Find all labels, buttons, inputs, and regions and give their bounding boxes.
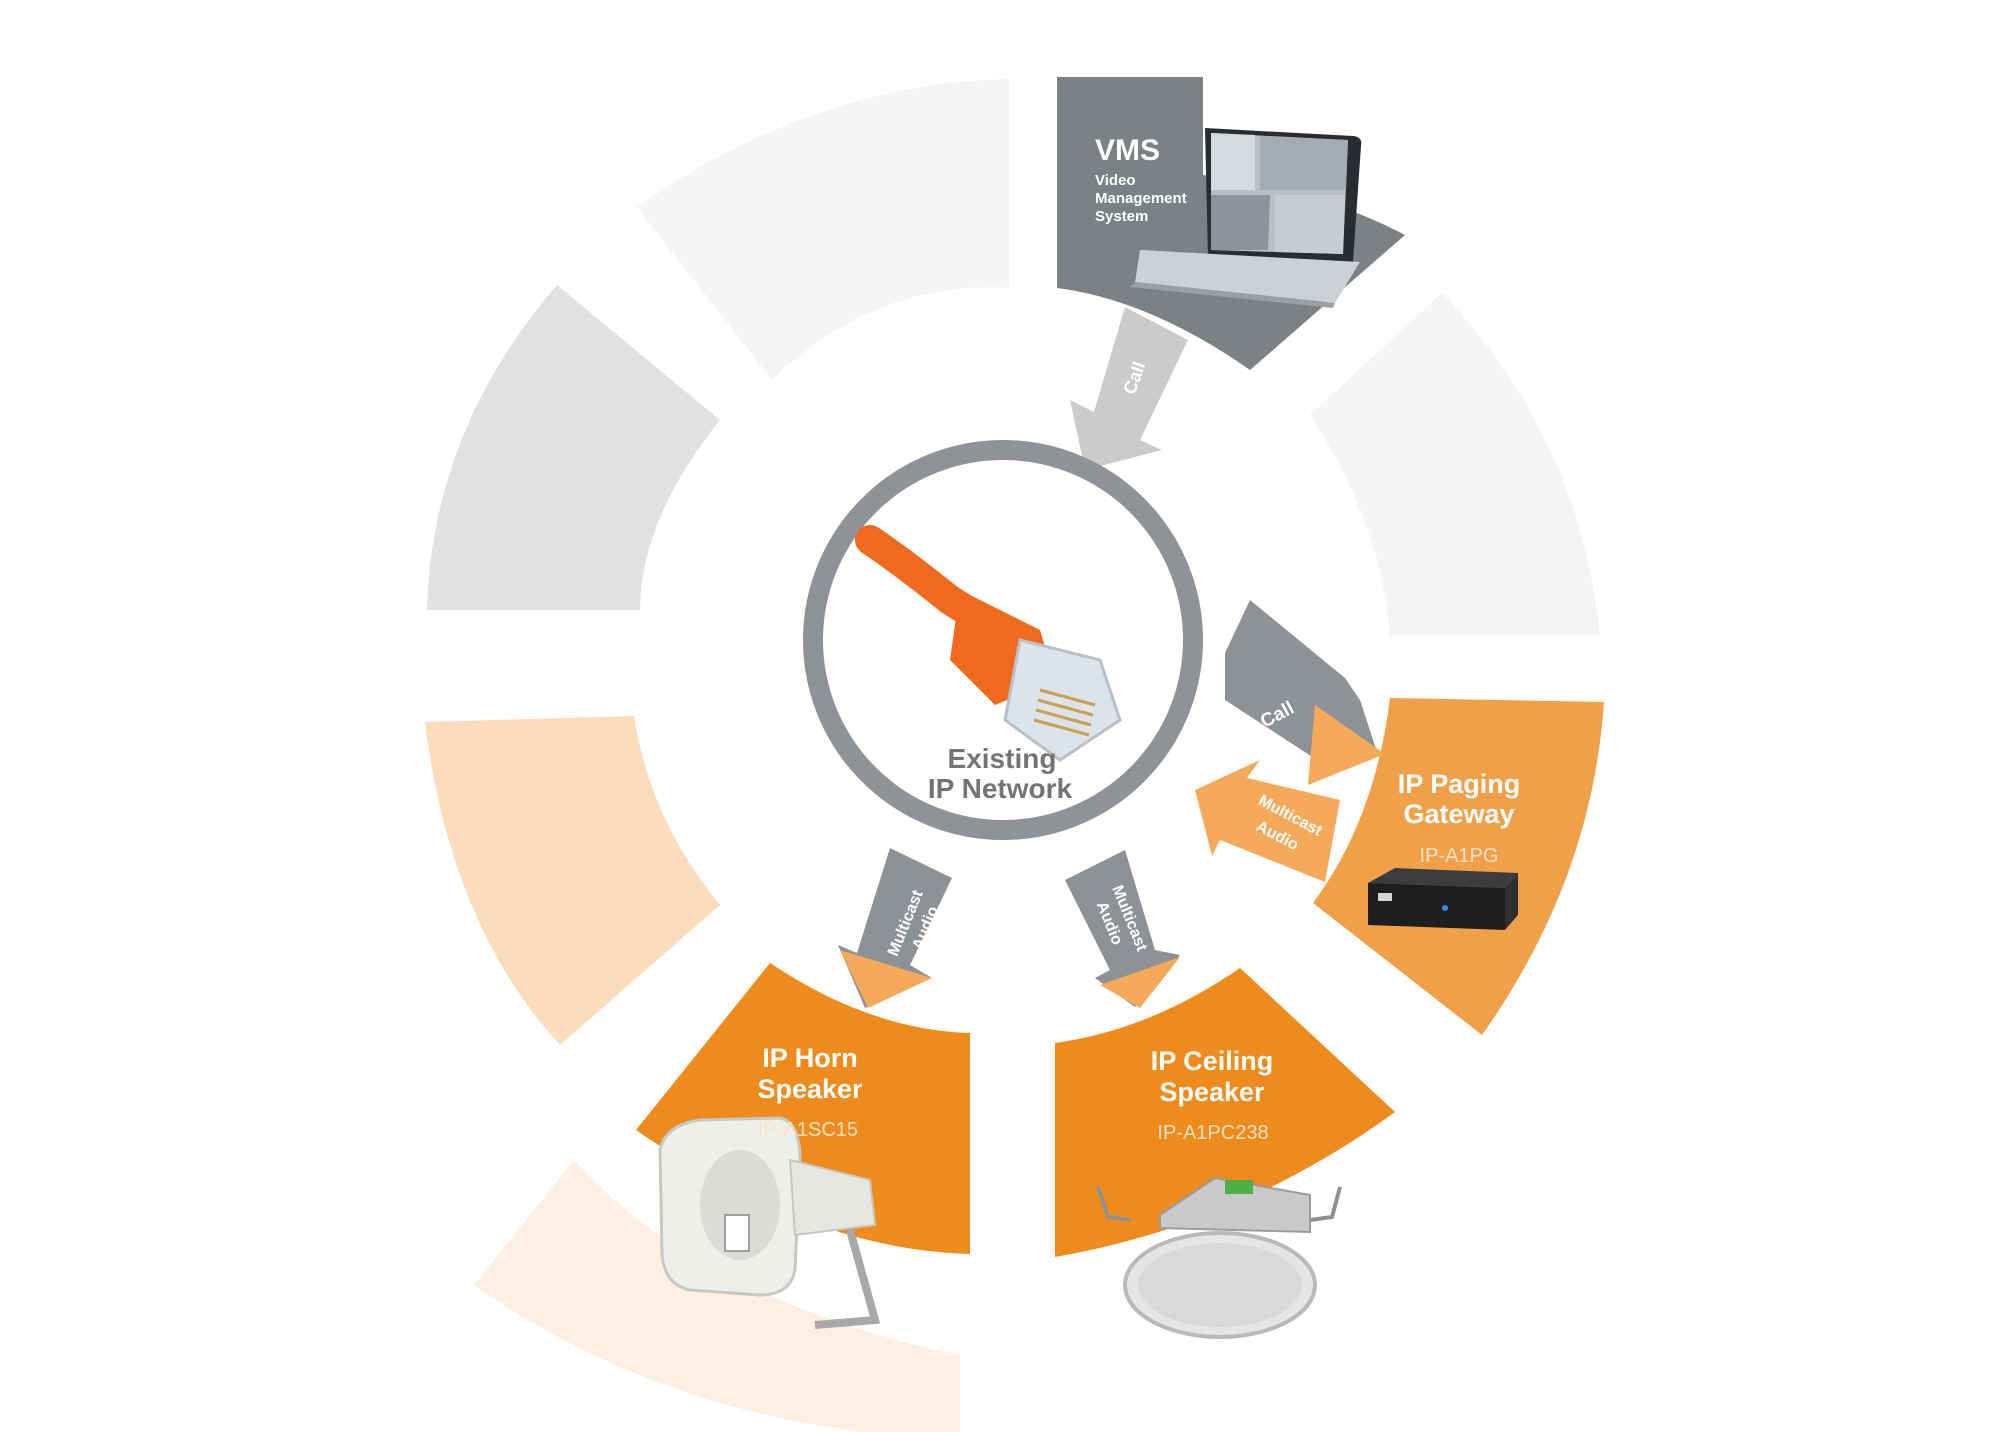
center-label-2: IP Network (928, 773, 1073, 804)
gateway-model: IP-A1PG (1420, 845, 1499, 867)
segment-bottom-left-faint (474, 1160, 960, 1432)
vms-title: VMS (1095, 134, 1160, 167)
horn-title-1: IP Horn (762, 1043, 858, 1073)
horn-multicast-arrowhead (840, 950, 932, 1008)
ceiling-title-2: Speaker (1159, 1077, 1265, 1107)
ceiling-title-1: IP Ceiling (1151, 1046, 1274, 1076)
center-label-1: Existing (948, 743, 1057, 774)
gateway-call-arrowhead (1308, 705, 1385, 785)
laptop-icon (1130, 128, 1362, 308)
vms-subtitle-2: Management (1095, 190, 1187, 207)
vms-subtitle-3: System (1095, 208, 1148, 225)
ceiling-multicast-arrowhead (1100, 957, 1180, 1008)
segment-upper-right (1310, 293, 1600, 635)
vms-call-arrow (1070, 307, 1188, 470)
horn-model: IP-A1SC15 (758, 1119, 858, 1141)
ethernet-cable-icon (855, 525, 1122, 762)
segment-top-left (637, 79, 1009, 380)
vms-subtitle-1: Video (1095, 172, 1136, 189)
segment-upper-left (427, 285, 720, 610)
gateway-title-1: IP Paging (1398, 769, 1521, 799)
ceiling-model: IP-A1PC238 (1157, 1122, 1268, 1144)
gateway-segment (1313, 698, 1604, 1035)
ceiling-speaker-icon (1096, 1176, 1342, 1339)
horn-speaker-icon (658, 1116, 881, 1329)
gateway-box-icon (1368, 868, 1518, 930)
gateway-multicast-arrow (1195, 760, 1340, 882)
gateway-title-2: Gateway (1403, 799, 1514, 829)
horn-title-2: Speaker (757, 1074, 863, 1104)
segment-lower-left (425, 716, 720, 1045)
ceiling-segment (1055, 968, 1395, 1257)
